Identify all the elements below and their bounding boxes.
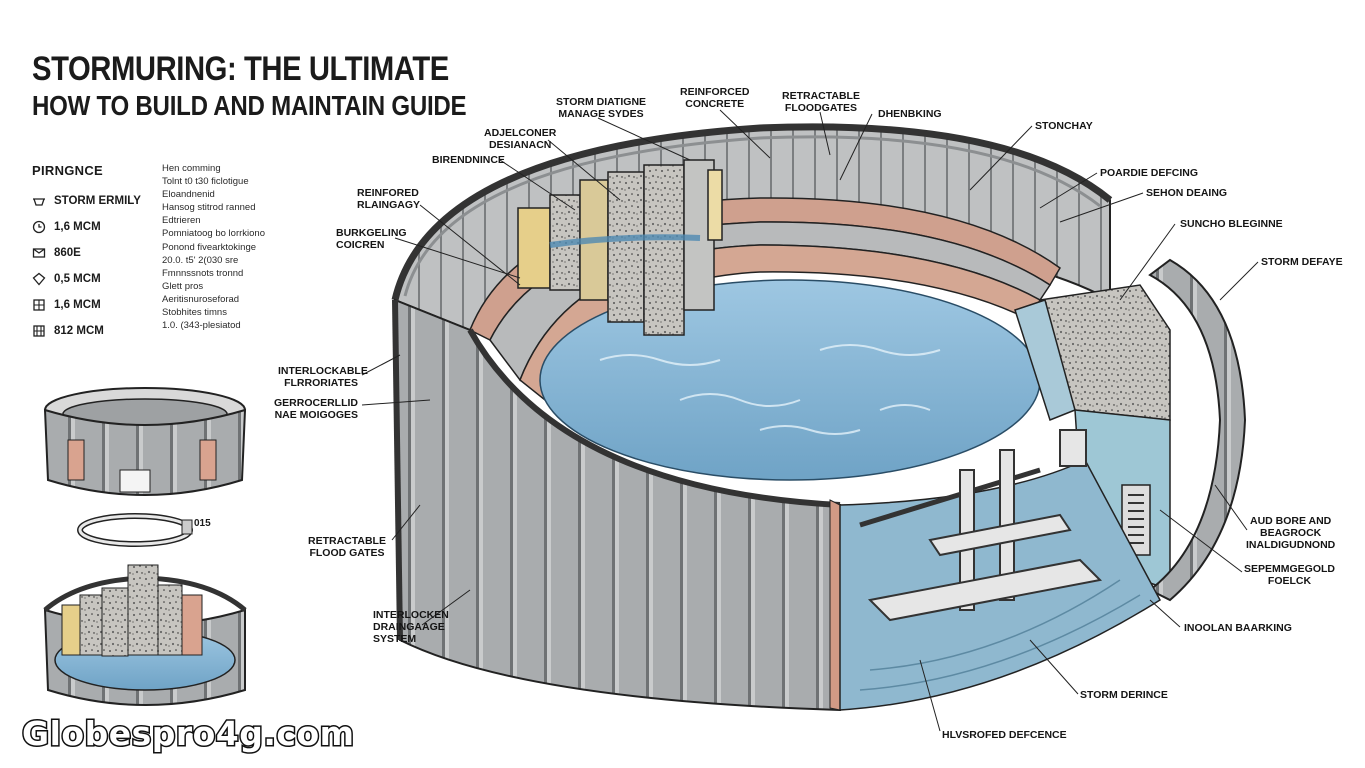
leader-lines — [361, 109, 1259, 732]
callout-hlvsrofed: HLVSROFED DEFCENCE — [942, 729, 1067, 741]
mail-icon — [32, 248, 46, 258]
legend-item: 1,6 MCM — [32, 214, 162, 240]
exploded-tank-section — [43, 564, 247, 706]
callout-interlocken: INTERLOCKEN DRAINGAAGE SYSTEM — [373, 609, 449, 645]
legend-heading: PIRNGNCE — [32, 163, 104, 178]
callout-storm-derince: STORM DERINCE — [1080, 689, 1168, 701]
grid-plus-icon — [33, 325, 45, 337]
diamond-icon — [32, 272, 46, 286]
right-cutaway — [1014, 258, 1247, 602]
main-tank — [391, 123, 1247, 712]
note-line: Eloandnenid — [162, 189, 215, 201]
watermark: Globespro4g.com — [21, 713, 356, 755]
strainer-icon — [33, 198, 45, 206]
exploded-top-ring — [43, 387, 247, 496]
gasket-part-label: 015 — [194, 518, 211, 529]
page-subtitle: HOW TO BUILD AND MAINTAIN GUIDE — [32, 90, 467, 121]
legend-label: 860E — [54, 247, 81, 259]
callout-storm-drainage: STORM DIATIGNE MANAGE SYDES — [556, 96, 647, 120]
callout-interlockable: INTERLOCKABLE FLRRORIATES — [278, 365, 368, 389]
callout-adjustable-design: ADJELCONER DESIANACN — [484, 127, 557, 151]
note-line: 1.0. (343-plesiatod — [162, 320, 241, 332]
callout-reinforced-concrete: REINFORCED CONCRETE — [680, 86, 750, 110]
note-line: Edtrieren — [162, 215, 201, 227]
note-line: Glett pros — [162, 280, 204, 292]
note-line: Tolnt t0 t30 ficlotigue — [162, 176, 249, 188]
legend-label: 1,6 MCM — [54, 221, 101, 233]
note-line: Hansog stitrod ranned — [162, 202, 256, 214]
callout-sehon-deaing: SEHON DEAING — [1146, 187, 1228, 199]
legend-item: 1,6 MCM — [32, 292, 162, 318]
grid-icon — [33, 299, 45, 311]
callout-poardie-defcing: POARDIE DEFCING — [1100, 167, 1199, 179]
notes-column: Hen comming Tolnt t0 t30 ficlotigue Eloa… — [162, 162, 292, 332]
note-line: Hen comming — [162, 163, 221, 174]
callout-sepemmgegold: SEPEMMGEGOLD FOELCK — [1244, 563, 1336, 587]
exploded-gasket-ring — [77, 513, 193, 547]
callout-aud-bore: AUD BORE AND BEAGROCK INALDIGUDNOND — [1246, 515, 1336, 551]
callout-gerrocerllid: GERROCERLLID NAE MOIGOGES — [274, 397, 358, 421]
note-line: Aeritisnuroseforad — [162, 293, 240, 305]
legend-item: 860E — [32, 240, 162, 266]
legend-label: STORM ERMILY — [54, 195, 141, 207]
pump-frame — [859, 429, 1103, 622]
liner-strip — [829, 499, 841, 711]
callout-retractable-floodgates-top: RETRACTABLE FLOODGATES — [782, 90, 860, 114]
note-line: 20.0. t5' 2(030 sre — [162, 254, 239, 266]
legend-label: 812 MCM — [54, 325, 104, 337]
callout-reinforced-drainage: REINFORED RLAINGAGY — [357, 187, 420, 211]
legend-item: 0,5 MCM — [32, 266, 162, 292]
clock-icon — [32, 220, 46, 234]
top-rim — [391, 123, 1113, 301]
callout-burkgeling: BURKGELING COICREN — [336, 227, 407, 251]
note-line: Ponond fivearktokinge — [162, 241, 257, 253]
page-title: STORMURING: THE ULTIMATE — [32, 50, 449, 88]
callout-birendnince: BIRENDNINCE — [432, 154, 505, 166]
filter-layers-cutaway — [517, 159, 723, 336]
note-line: Stobhites timns — [162, 307, 227, 319]
legend-label: 1,6 MCM — [54, 299, 101, 311]
callout-retractable-flood-gates: RETRACTABLE FLOOD GATES — [308, 535, 386, 559]
callout-storm-defaye: STORM DEFAYE — [1261, 256, 1343, 268]
callout-dhenbking: DHENBKING — [878, 108, 942, 120]
legend: STORM ERMILY 1,6 MCM 860E 0,5 MCM 1,6 MC… — [32, 188, 162, 344]
callout-suncho: SUNCHO BLEGINNE — [1180, 218, 1283, 230]
callout-stonchay: STONCHAY — [1035, 120, 1093, 132]
note-line: Pomniatoog bo lorrkiono — [162, 228, 265, 240]
callout-inoolan: INOOLAN BAARKING — [1184, 622, 1292, 634]
legend-item: 812 MCM — [32, 318, 162, 344]
note-line: Fmnnssnots tronnd — [162, 267, 244, 279]
legend-item: STORM ERMILY — [32, 188, 162, 214]
legend-label: 0,5 MCM — [54, 273, 101, 285]
